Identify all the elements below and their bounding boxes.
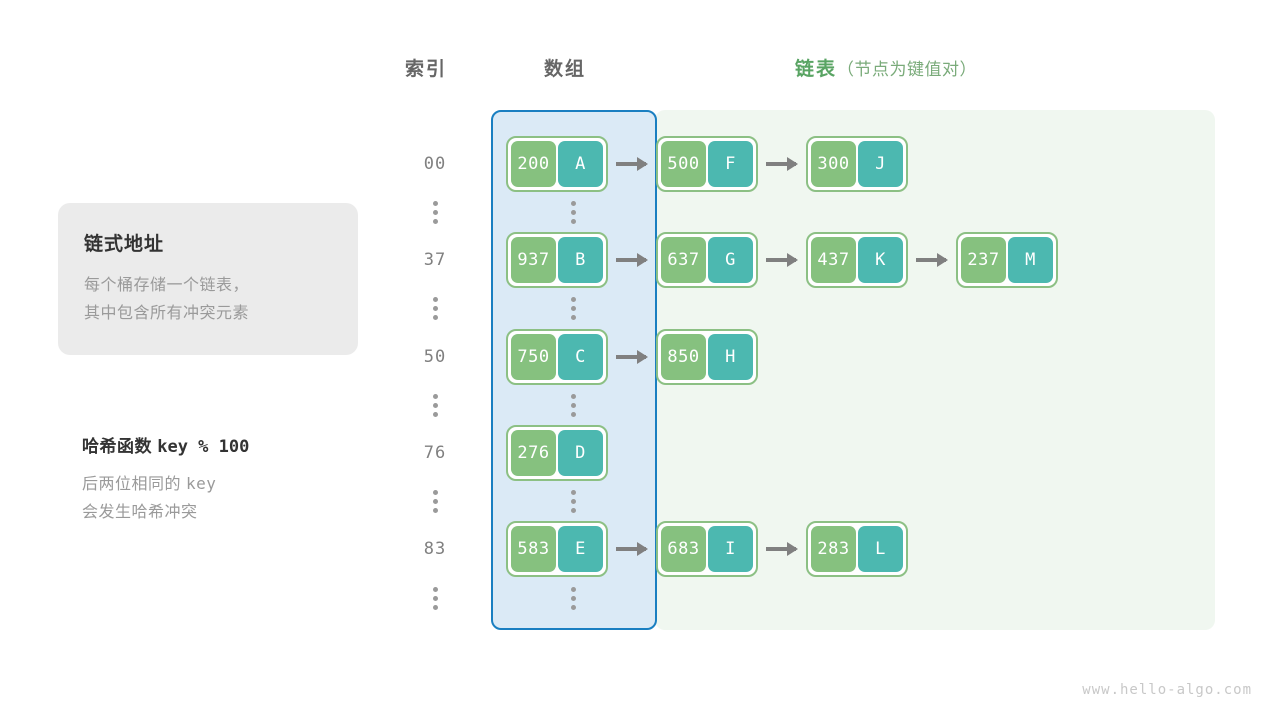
column-header-array: 数组 — [544, 59, 587, 80]
hash-note-line-1-mono: key — [185, 474, 217, 493]
node-key: 437 — [811, 237, 856, 283]
node-value: A — [558, 141, 603, 187]
node-key: 937 — [511, 237, 556, 283]
array-ellipsis — [571, 587, 576, 610]
node-key: 750 — [511, 334, 556, 380]
node-key: 583 — [511, 526, 556, 572]
next-pointer-arrow — [616, 253, 648, 267]
node-key: 283 — [811, 526, 856, 572]
node-value: E — [558, 526, 603, 572]
bucket-index-label: 50 — [423, 347, 447, 367]
node-value: H — [708, 334, 753, 380]
hash-function-title: 哈希函数 key % 100 — [82, 432, 382, 457]
next-pointer-arrow — [766, 253, 798, 267]
hash-note-line-1-text: 后两位相同的 — [82, 476, 182, 493]
array-ellipsis — [571, 201, 576, 224]
bucket-index-label: 00 — [423, 154, 447, 174]
node-key: 683 — [661, 526, 706, 572]
hash-function-note: 哈希函数 key % 100 后两位相同的 key 会发生哈希冲突 — [82, 432, 382, 527]
info-card-title: 链式地址 — [84, 234, 165, 255]
hash-function-expression: key % 100 — [157, 437, 250, 457]
node-value: I — [708, 526, 753, 572]
node-value: M — [1008, 237, 1053, 283]
info-card: 链式地址 每个桶存储一个链表， 其中包含所有冲突元素 — [58, 203, 358, 355]
node-key: 637 — [661, 237, 706, 283]
array-ellipsis — [571, 297, 576, 320]
node-value: J — [858, 141, 903, 187]
node-key: 276 — [511, 430, 556, 476]
bucket-index-label: 83 — [423, 539, 447, 559]
hash-note-line-1: 后两位相同的 key — [82, 470, 382, 499]
node-value: G — [708, 237, 753, 283]
watermark: www.hello-algo.com — [1082, 682, 1252, 698]
info-card-line-2: 其中包含所有冲突元素 — [84, 305, 250, 322]
next-pointer-arrow — [766, 157, 798, 171]
array-ellipsis — [571, 394, 576, 417]
next-pointer-arrow — [916, 253, 948, 267]
column-header-linked-list-main: 链表 — [795, 59, 838, 80]
node-key: 237 — [961, 237, 1006, 283]
hash-note-line-2: 会发生哈希冲突 — [82, 504, 198, 521]
hash-function-label: 哈希函数 — [82, 437, 152, 456]
node-key: 850 — [661, 334, 706, 380]
index-ellipsis — [433, 587, 438, 610]
node-key: 200 — [511, 141, 556, 187]
bucket-index-label: 37 — [423, 250, 447, 270]
node-value: K — [858, 237, 903, 283]
column-header-linked-list: 链表（节点为键值对） — [795, 54, 977, 81]
bucket-index-label: 76 — [423, 443, 447, 463]
node-value: L — [858, 526, 903, 572]
index-ellipsis — [433, 490, 438, 513]
column-header-index: 索引 — [405, 59, 448, 80]
index-ellipsis — [433, 394, 438, 417]
node-value: C — [558, 334, 603, 380]
node-value: F — [708, 141, 753, 187]
node-key: 300 — [811, 141, 856, 187]
next-pointer-arrow — [616, 542, 648, 556]
info-card-line-1: 每个桶存储一个链表， — [84, 277, 250, 294]
array-ellipsis — [571, 490, 576, 513]
node-value: B — [558, 237, 603, 283]
node-key: 500 — [661, 141, 706, 187]
next-pointer-arrow — [616, 157, 648, 171]
column-header-linked-list-sub: （节点为键值对） — [837, 60, 978, 79]
next-pointer-arrow — [766, 542, 798, 556]
index-ellipsis — [433, 201, 438, 224]
next-pointer-arrow — [616, 350, 648, 364]
index-ellipsis — [433, 297, 438, 320]
node-value: D — [558, 430, 603, 476]
